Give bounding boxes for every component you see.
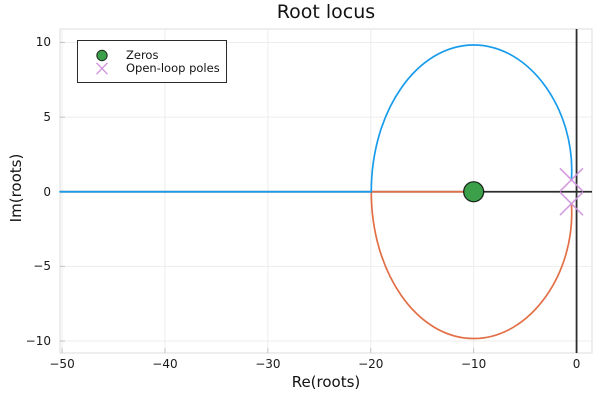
y-tick-label: −5: [33, 259, 51, 274]
chart-title: Root locus: [276, 1, 376, 23]
x-tick-label: 0: [572, 357, 581, 371]
x-tick-label: −40: [152, 357, 178, 371]
pole-marker-icon: [78, 62, 126, 75]
pole-marker: [559, 191, 584, 216]
zero-marker-icon: [78, 49, 126, 62]
legend-item-zeros: Zeros: [78, 49, 226, 62]
x-tick-label: −50: [49, 357, 75, 371]
zero-marker: [463, 181, 485, 203]
x-tick-label: −30: [255, 357, 281, 371]
legend: Zeros Open-loop poles: [77, 40, 227, 83]
legend-label-poles: Open-loop poles: [126, 61, 220, 75]
y-axis-label: Im(roots): [7, 153, 25, 223]
x-tick-label: −10: [460, 357, 487, 371]
locus-branch-2: [370, 190, 573, 340]
y-tick-label: −10: [25, 334, 51, 349]
x-tick-label: −20: [358, 357, 384, 371]
locus-branch-1: [59, 44, 573, 193]
pole-marker: [559, 167, 584, 192]
y-tick-label: 5: [43, 110, 51, 125]
y-tick-label: 0: [43, 184, 51, 199]
legend-label-zeros: Zeros: [126, 48, 159, 62]
y-tick-label: 10: [35, 35, 51, 50]
x-axis-label: Re(roots): [291, 373, 361, 391]
legend-item-poles: Open-loop poles: [78, 62, 226, 75]
